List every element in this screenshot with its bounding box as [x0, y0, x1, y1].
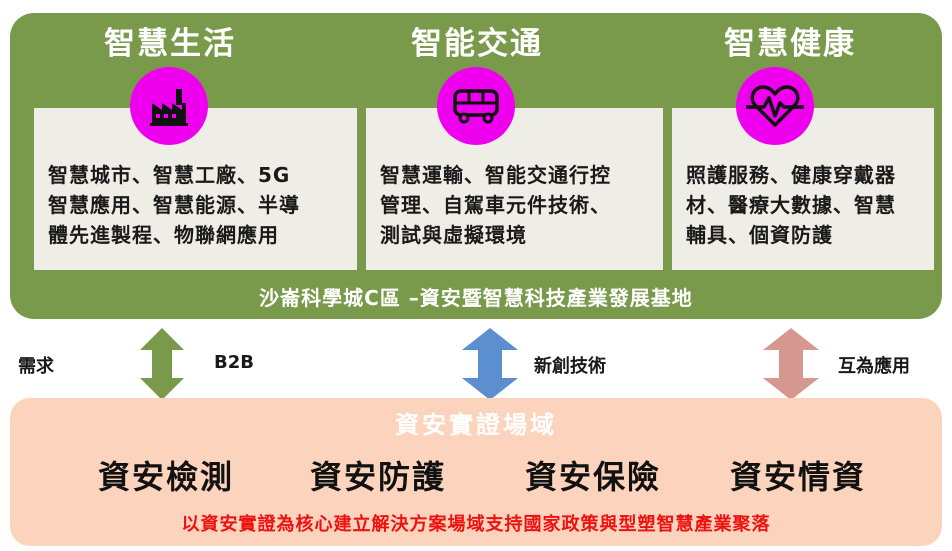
base-label: 沙崙科學城C區 –資安暨智慧科技產業發展基地 — [259, 286, 693, 310]
card-smart-health: 照護服務、健康穿戴器 材、醫療大數據、智慧 輔具、個資防護 — [672, 108, 934, 270]
card-line: 輔具、個資防護 — [686, 223, 833, 247]
slogan: 以資安實證為核心建立解決方案場域支持國家政策與型塑智慧產業聚落 — [181, 514, 771, 535]
card-text-smart-living: 智慧城市、智慧工廠、5G 智慧應用、智慧能源、半導 體先進製程、物聯網應用 — [48, 160, 349, 250]
card-line: 體先進製程、物聯網應用 — [48, 223, 279, 247]
label-startup-tech: 新創技術 — [534, 356, 606, 377]
security-field-panel — [10, 398, 942, 546]
card-smart-traffic: 智慧運輸、智能交通行控 管理、自駕車元件技術、 測試與虛擬環境 — [366, 108, 663, 270]
factory-icon — [130, 67, 208, 145]
card-text-smart-traffic: 智慧運輸、智能交通行控 管理、自駕車元件技術、 測試與虛擬環境 — [380, 160, 655, 250]
item-security-intelligence: 資安情資 — [730, 458, 867, 496]
card-line: 智慧城市、智慧工廠、5G — [48, 163, 291, 187]
item-security-insurance: 資安保險 — [525, 458, 662, 496]
label-demand: 需求 — [18, 356, 54, 377]
label-mutual-application: 互為應用 — [838, 356, 910, 377]
card-line: 智慧應用、智慧能源、半導 — [48, 193, 300, 217]
card-text-smart-health: 照護服務、健康穿戴器 材、醫療大數據、智慧 輔具、個資防護 — [686, 160, 926, 250]
card-line: 管理、自駕車元件技術、 — [380, 193, 611, 217]
column-title-smart-health: 智慧健康 — [724, 26, 856, 62]
column-title-smart-living: 智慧生活 — [104, 26, 236, 62]
column-title-smart-traffic: 智能交通 — [411, 26, 543, 62]
card-line: 材、醫療大數據、智慧 — [686, 193, 896, 217]
card-smart-living: 智慧城市、智慧工廠、5G 智慧應用、智慧能源、半導 體先進製程、物聯網應用 — [34, 108, 357, 270]
top-edge-mask — [0, 0, 952, 6]
double-arrow-mutual-application — [763, 328, 819, 400]
double-arrow-startup-tech — [462, 328, 518, 400]
card-line: 智慧運輸、智能交通行控 — [380, 163, 611, 187]
double-arrow-b2b — [140, 328, 184, 400]
bus-icon — [437, 67, 515, 145]
card-line: 照護服務、健康穿戴器 — [686, 163, 896, 187]
label-b2b: B2B — [214, 352, 254, 373]
card-line: 測試與虛擬環境 — [380, 223, 527, 247]
item-security-testing: 資安檢測 — [98, 458, 235, 496]
heartbeat-icon — [736, 67, 814, 145]
security-field-title: 資安實證場域 — [395, 411, 557, 439]
item-security-protection: 資安防護 — [310, 458, 447, 496]
